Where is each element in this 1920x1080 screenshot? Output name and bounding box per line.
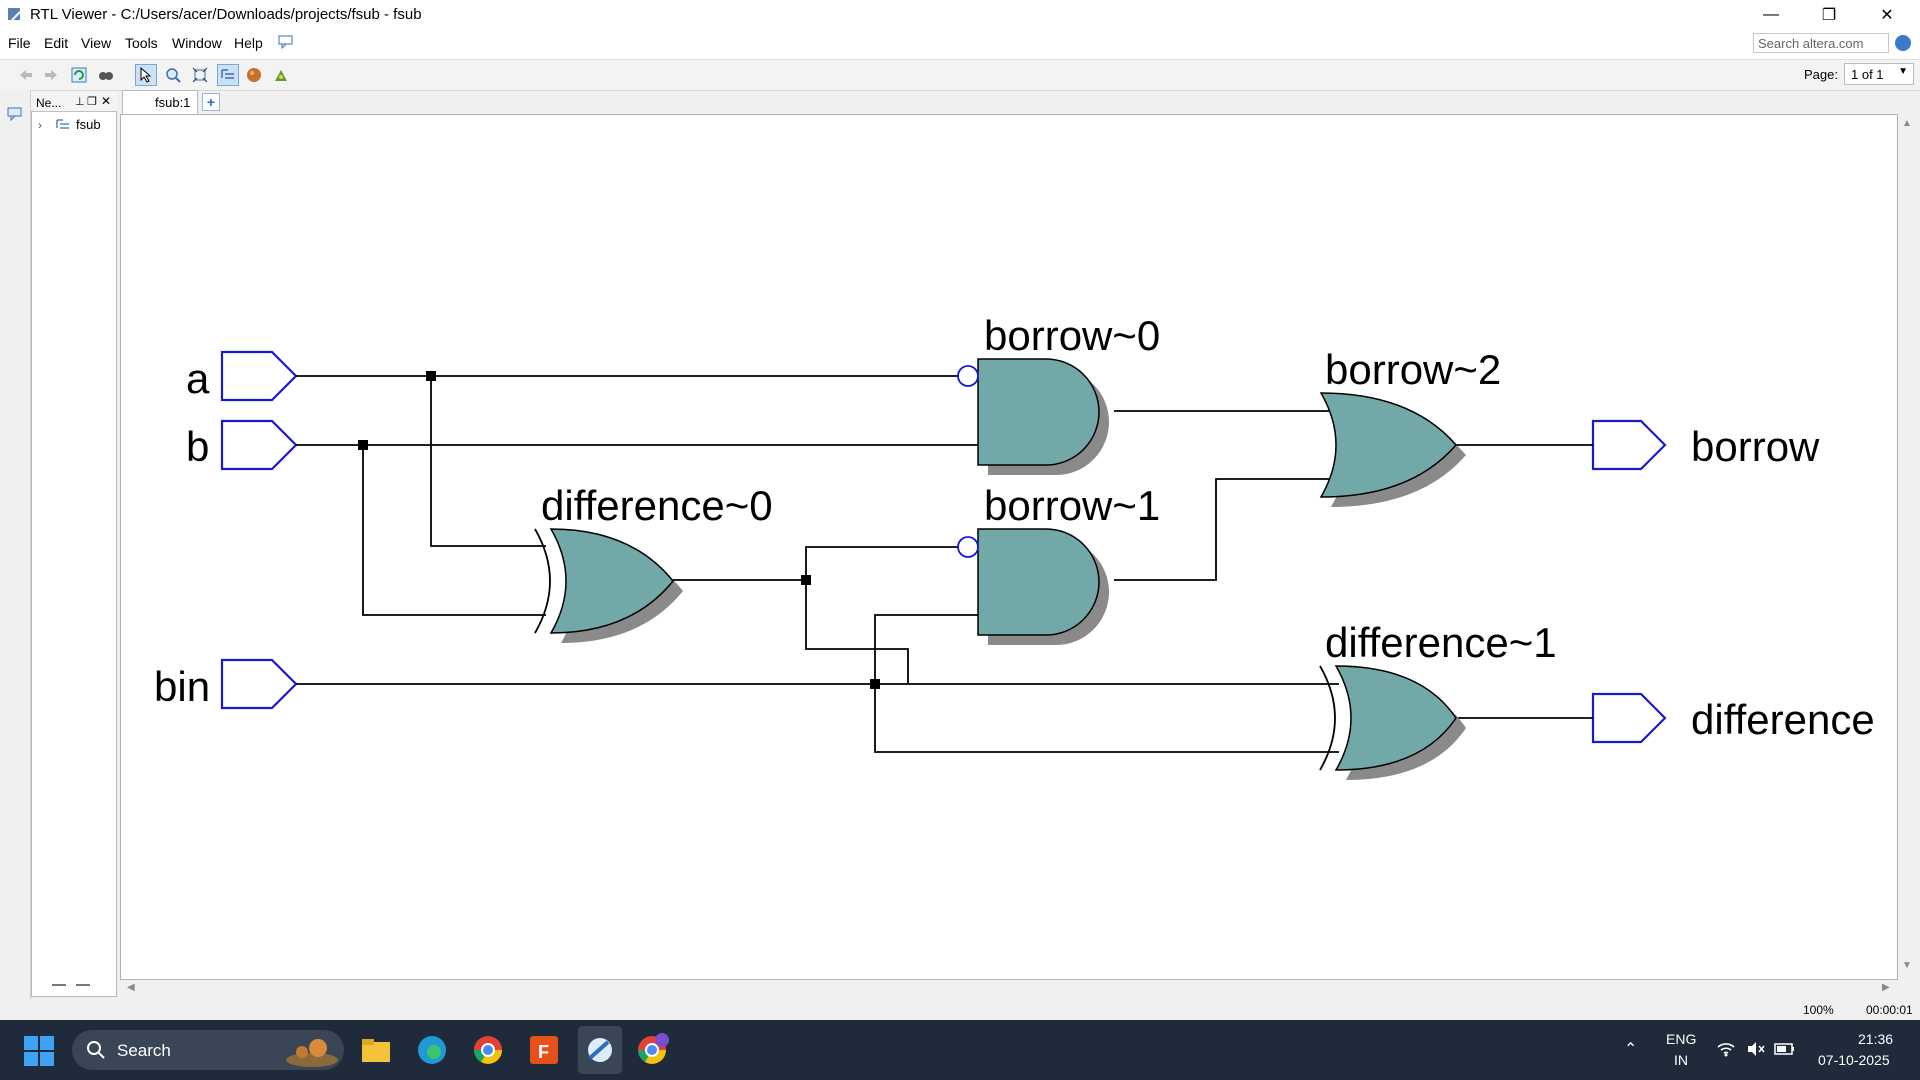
taskbar-search-label: Search: [117, 1041, 171, 1060]
input-label-bin: bin: [154, 663, 210, 710]
side-message-icon[interactable]: [7, 107, 23, 124]
add-tab-button[interactable]: +: [202, 93, 220, 111]
menu-view[interactable]: View: [81, 35, 112, 51]
left-side-strip: [0, 90, 31, 1000]
wires: [296, 375, 1593, 753]
title-bar: RTL Viewer - C:/Users/acer/Downloads/pro…: [0, 0, 1920, 29]
globe-icon[interactable]: [1895, 35, 1911, 51]
expand-all-button[interactable]: [76, 984, 90, 986]
language-indicator-line1[interactable]: ENG: [1666, 1031, 1697, 1047]
input-port-bin[interactable]: [220, 658, 298, 710]
toolbar: [0, 60, 1920, 91]
find-icon[interactable]: [95, 64, 117, 86]
gate-and-borrow-1[interactable]: [957, 528, 1109, 645]
gate-label-borrow-2: borrow~2: [1325, 346, 1501, 393]
gate-xor-difference-0[interactable]: [534, 528, 683, 643]
search-icon: [86, 1040, 106, 1063]
schematic-canvas[interactable]: .w { stroke:#000; stroke-width:1.8; fill…: [120, 114, 1898, 980]
input-port-b[interactable]: [220, 419, 298, 471]
windows-start-icon[interactable]: [24, 1036, 54, 1069]
refresh-icon[interactable]: [68, 64, 90, 86]
netlist-icon[interactable]: [243, 64, 265, 86]
input-label-b: b: [186, 423, 209, 470]
window-title: RTL Viewer - C:/Users/acer/Downloads/pro…: [30, 6, 422, 23]
gate-label-borrow-0: borrow~0: [984, 312, 1160, 359]
select-pointer-icon[interactable]: [135, 64, 157, 86]
rtl-viewer-taskbar-icon: [582, 1032, 618, 1068]
schematic-svg: .w { stroke:#000; stroke-width:1.8; fill…: [154, 312, 1875, 780]
output-port-difference[interactable]: [1591, 692, 1667, 744]
fit-window-icon[interactable]: [189, 64, 211, 86]
gate-label-difference-1: difference~1: [1325, 619, 1557, 666]
status-bar: [0, 1000, 1920, 1020]
quartus-app-icon[interactable]: F: [526, 1032, 562, 1068]
feedback-icon[interactable]: [278, 35, 294, 52]
svg-text:F: F: [538, 1042, 549, 1062]
hierarchy-node-icon: [56, 119, 70, 134]
tab-fsub-label: fsub:1: [155, 95, 191, 110]
search-altera-input[interactable]: Search altera.com: [1753, 33, 1889, 53]
scroll-right-arrow-icon[interactable]: ▶: [1882, 982, 1890, 993]
search-highlight-icon: [282, 1034, 342, 1071]
battery-icon[interactable]: [1774, 1041, 1796, 1060]
rtl-viewer-app-icon: [6, 6, 24, 24]
gate-xor-difference-1[interactable]: [1319, 665, 1466, 780]
page-select-value: 1 of 1: [1851, 67, 1884, 82]
collapse-all-button[interactable]: [52, 984, 66, 986]
input-port-a[interactable]: [220, 350, 298, 402]
tree-expand-chevron-icon[interactable]: ›: [38, 118, 42, 132]
menu-window[interactable]: Window: [172, 35, 222, 51]
panel-close-icon[interactable]: ✕: [101, 94, 112, 108]
navigator-title: Ne...: [36, 96, 62, 110]
netlist-navigator-panel: [31, 92, 117, 997]
forward-icon[interactable]: [40, 64, 62, 86]
zoom-level: 100%: [1803, 1003, 1834, 1017]
menu-help[interactable]: Help: [234, 35, 263, 51]
pin-icon[interactable]: ⊥: [75, 96, 85, 108]
scroll-left-arrow-icon[interactable]: ◀: [127, 982, 135, 993]
clock-time[interactable]: 21:36: [1858, 1031, 1894, 1047]
page-select[interactable]: 1 of 1 ▼: [1844, 63, 1914, 85]
show-hidden-icons-chevron-icon[interactable]: ⌃: [1624, 1041, 1638, 1058]
chevron-down-icon: ▼: [1898, 66, 1908, 77]
input-label-a: a: [186, 355, 210, 402]
edge-browser-icon[interactable]: [414, 1032, 450, 1068]
menu-edit[interactable]: Edit: [44, 35, 69, 51]
chrome-icon[interactable]: [470, 1032, 506, 1068]
menu-file[interactable]: File: [8, 35, 31, 51]
float-icon[interactable]: ❐: [87, 96, 97, 108]
zoom-icon[interactable]: [162, 64, 184, 86]
menu-bar: [0, 29, 1920, 60]
tab-fsub[interactable]: [122, 90, 198, 114]
gate-and-borrow-0[interactable]: [957, 358, 1109, 475]
elapsed-time: 00:00:01: [1866, 1003, 1913, 1017]
output-label-borrow: borrow: [1691, 423, 1820, 470]
page-label: Page:: [1804, 67, 1838, 82]
scroll-down-arrow-icon[interactable]: ▼: [1902, 960, 1912, 971]
gate-label-borrow-1: borrow~1: [984, 482, 1160, 529]
chrome-profile-icon[interactable]: [634, 1032, 670, 1068]
wifi-icon[interactable]: [1716, 1040, 1736, 1061]
maximize-button[interactable]: ❐: [1821, 6, 1837, 24]
navigator-header: [31, 92, 117, 112]
output-port-borrow[interactable]: [1591, 419, 1667, 471]
back-icon[interactable]: [15, 64, 37, 86]
gate-or-borrow-2[interactable]: [1319, 392, 1466, 507]
hierarchy-list-icon[interactable]: [217, 64, 239, 86]
gate-label-difference-0: difference~0: [541, 482, 773, 529]
tree-item-fsub[interactable]: fsub: [76, 117, 101, 132]
menu-tools[interactable]: Tools: [125, 35, 158, 51]
file-explorer-icon[interactable]: [358, 1032, 394, 1068]
minimize-button[interactable]: —: [1763, 5, 1779, 23]
close-button[interactable]: ✕: [1880, 6, 1894, 24]
clock-date[interactable]: 07-10-2025: [1818, 1052, 1890, 1068]
scroll-up-arrow-icon[interactable]: ▲: [1902, 118, 1912, 129]
technology-map-icon[interactable]: [270, 64, 292, 86]
speaker-muted-icon[interactable]: [1746, 1040, 1766, 1061]
output-label-difference: difference: [1691, 696, 1875, 743]
language-indicator-line2: IN: [1674, 1052, 1688, 1068]
wire-junctions: [358, 371, 880, 689]
